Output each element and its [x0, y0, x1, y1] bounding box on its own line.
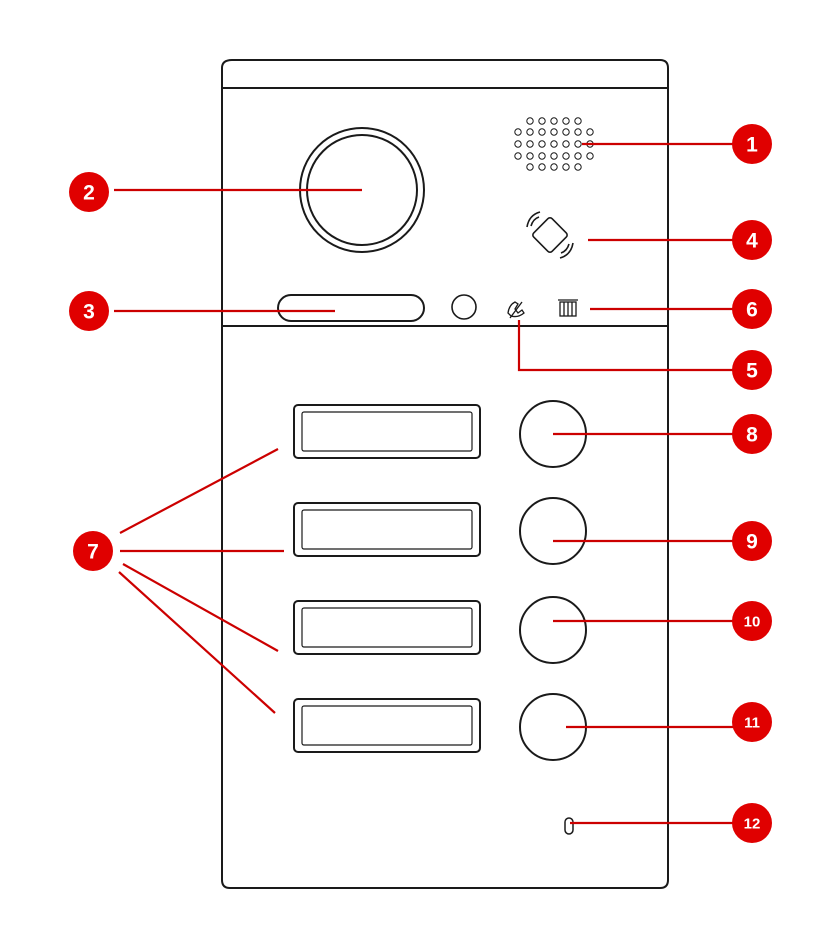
speaker-hole	[526, 152, 534, 160]
callout-number: 5	[746, 360, 758, 383]
speaker-hole	[526, 128, 534, 136]
speaker-hole	[538, 140, 546, 148]
speaker-hole	[538, 163, 546, 171]
panel-lower-section	[221, 325, 669, 889]
handset-status-icon	[507, 301, 525, 319]
speaker-hole	[526, 163, 534, 171]
door-status-icon	[558, 299, 578, 317]
callout-8: 8	[732, 414, 772, 454]
speaker-hole	[562, 128, 570, 136]
card-reader-icon	[526, 211, 574, 259]
callout-6: 6	[732, 289, 772, 329]
leader-line	[122, 563, 279, 652]
callout-12: 12	[732, 803, 772, 843]
callout-7: 7	[73, 531, 113, 571]
speaker-hole	[586, 152, 594, 160]
name-plate-1	[293, 404, 481, 459]
callout-number: 9	[746, 531, 758, 554]
speaker-hole	[574, 140, 582, 148]
leader-line	[118, 571, 276, 714]
light-sensor	[451, 294, 477, 320]
speaker-hole	[526, 140, 534, 148]
speaker-hole	[550, 163, 558, 171]
callout-number: 11	[744, 714, 760, 731]
callout-number: 12	[744, 815, 761, 832]
name-plate-2	[293, 502, 481, 557]
speaker-hole	[550, 152, 558, 160]
panel-top-cap	[221, 59, 669, 89]
speaker-hole	[538, 152, 546, 160]
callout-number: 3	[83, 301, 95, 324]
callout-number: 4	[746, 230, 758, 253]
callout-number: 2	[83, 182, 95, 205]
callout-number: 10	[744, 613, 761, 630]
callout-number: 8	[746, 424, 758, 447]
speaker-hole	[550, 117, 558, 125]
speaker-hole	[514, 140, 522, 148]
panel-upper-section	[221, 87, 669, 327]
speaker-hole	[586, 128, 594, 136]
call-buttons	[519, 400, 587, 761]
speaker-hole	[538, 128, 546, 136]
callout-10: 10	[732, 601, 772, 641]
speaker-hole	[574, 117, 582, 125]
speaker-hole	[526, 117, 534, 125]
callout-3: 3	[69, 291, 109, 331]
speaker-hole	[574, 163, 582, 171]
name-plate-3	[293, 600, 481, 655]
leader-lines	[114, 142, 740, 825]
light-slot	[277, 294, 425, 322]
door-station-panel	[221, 59, 669, 889]
name-plate-4	[293, 698, 481, 753]
call-button-2[interactable]	[519, 497, 587, 565]
speaker-grille	[514, 117, 594, 171]
callout-number: 7	[87, 541, 99, 564]
microphone	[564, 817, 574, 835]
speaker-hole	[574, 128, 582, 136]
speaker-hole	[562, 117, 570, 125]
speaker-hole	[550, 140, 558, 148]
call-button-3[interactable]	[519, 596, 587, 664]
speaker-hole	[562, 163, 570, 171]
leader-line	[517, 320, 740, 372]
leader-line	[119, 448, 279, 534]
callout-9: 9	[732, 521, 772, 561]
speaker-hole	[538, 117, 546, 125]
speaker-hole	[562, 152, 570, 160]
callout-number: 6	[746, 299, 758, 322]
callout-4: 4	[732, 220, 772, 260]
speaker-hole	[562, 140, 570, 148]
speaker-hole	[514, 128, 522, 136]
speaker-hole	[514, 152, 522, 160]
speaker-hole	[574, 152, 582, 160]
callout-number: 1	[746, 134, 758, 157]
callout-1: 1	[732, 124, 772, 164]
speaker-hole	[550, 128, 558, 136]
name-plates	[293, 404, 481, 753]
callout-2: 2	[69, 172, 109, 212]
callout-11: 11	[732, 702, 772, 742]
callout-5: 5	[732, 350, 772, 390]
